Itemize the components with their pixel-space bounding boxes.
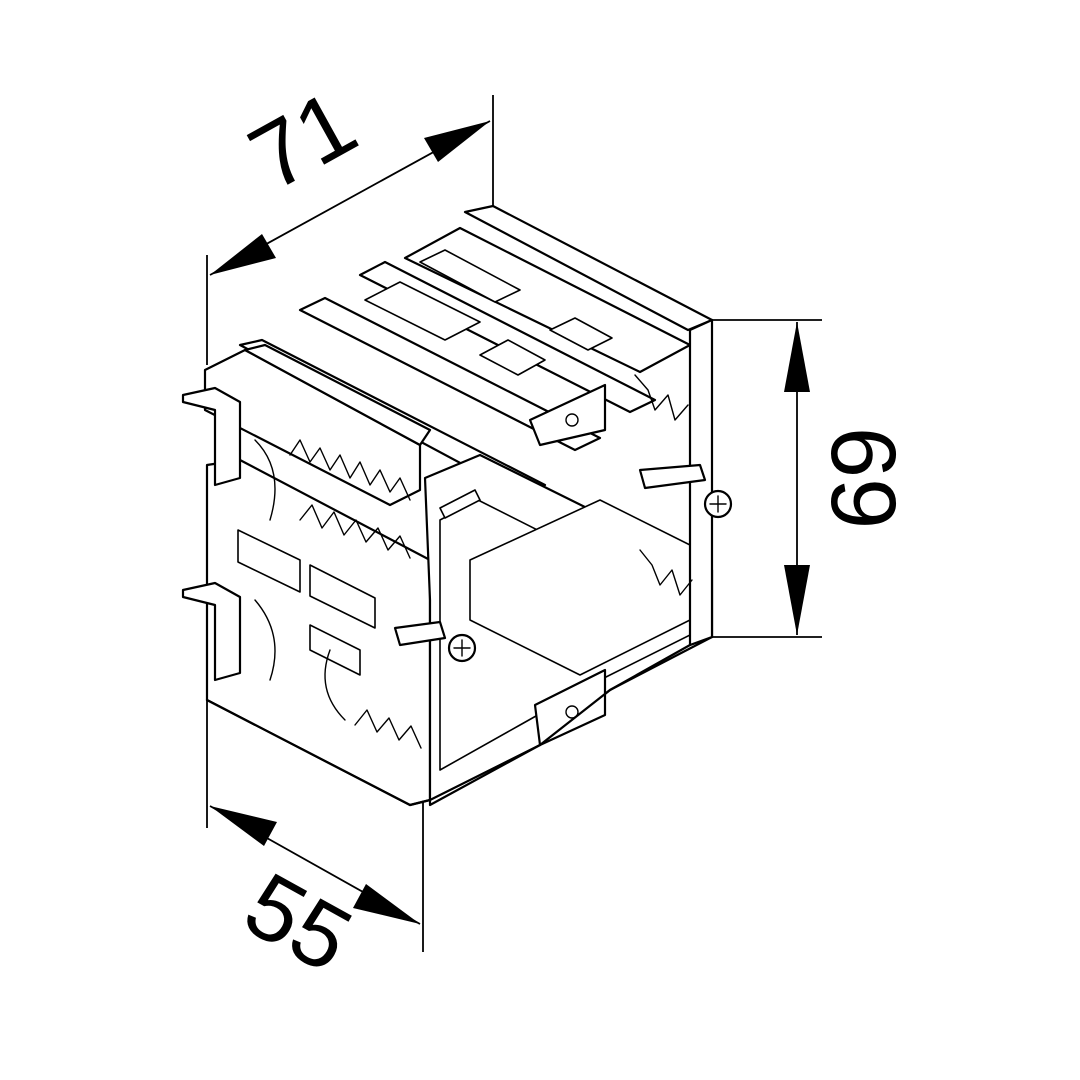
mounting-hole-top <box>565 413 579 427</box>
teeth-row-right-lower <box>639 549 693 596</box>
curved-cutout-3 <box>324 649 346 721</box>
mounting-hole-bottom <box>565 705 579 719</box>
dimension-label-55: 55 <box>229 853 368 992</box>
side-slot-3 <box>309 624 361 676</box>
teeth-row-upper <box>289 439 411 501</box>
dimension-69: 69 <box>712 319 914 638</box>
top-slot-2 <box>479 339 546 376</box>
side-clip-bottom <box>181 581 242 682</box>
top-slot-3 <box>419 249 521 303</box>
screw-left <box>393 620 477 663</box>
teeth-row-lower <box>354 709 422 749</box>
screw-body-left <box>393 620 447 647</box>
arrowhead-69-top <box>784 322 810 392</box>
screw-body-right <box>638 463 707 490</box>
mounting-tab-top <box>528 383 607 447</box>
teeth-row-right-upper <box>634 374 689 421</box>
top-slot-1 <box>364 281 481 341</box>
arrowhead-55-left <box>210 806 277 846</box>
arrowhead-69-bottom <box>784 565 810 635</box>
device-box-illustration <box>181 204 733 807</box>
side-slot-2 <box>309 564 376 629</box>
screw-right <box>638 463 733 519</box>
side-slot-1 <box>237 529 301 593</box>
top-slot-4 <box>549 317 613 351</box>
front-top-ledge <box>243 343 432 447</box>
embossed-label <box>439 489 481 519</box>
top-rib-middle <box>298 296 602 452</box>
bottom-outline <box>205 635 714 807</box>
curved-cutout-2 <box>254 599 276 681</box>
arrowhead-71-right <box>424 121 490 162</box>
dimension-label-69: 69 <box>812 427 914 529</box>
arrowhead-71-left <box>210 234 276 275</box>
arrowhead-55-right <box>353 884 420 924</box>
dimension-label-71: 71 <box>233 71 372 210</box>
teeth-row-middle <box>299 504 411 559</box>
mounting-tab-bottom <box>533 668 607 747</box>
side-clip-top <box>181 386 242 487</box>
curved-cutout-1 <box>254 439 276 521</box>
